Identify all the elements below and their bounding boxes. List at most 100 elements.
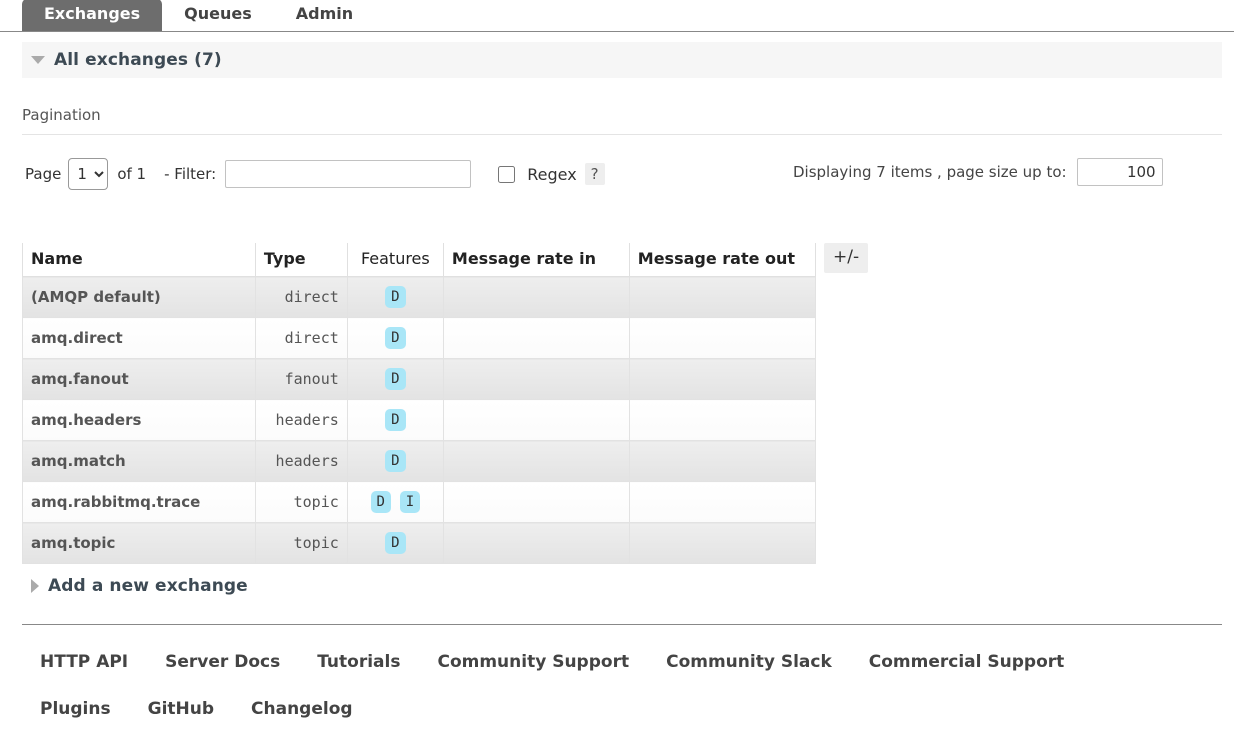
exchange-features: D: [346, 399, 444, 441]
exchange-type: direct: [254, 317, 348, 359]
regex-control: Regex ?: [498, 163, 605, 185]
exchange-features: D: [346, 276, 444, 318]
exchanges-table-container: Name Type Features Message rate in Messa…: [22, 243, 869, 564]
message-rate-out: [628, 399, 817, 441]
message-rate-out: [628, 276, 817, 318]
exchanges-table-body: (AMQP default) direct D amq.direct direc…: [22, 276, 817, 564]
message-rate-in: [442, 276, 630, 318]
feature-badge-durable[interactable]: D: [385, 286, 406, 308]
exchange-name[interactable]: amq.headers: [22, 399, 256, 441]
exchange-type: fanout: [254, 358, 348, 400]
exchange-name[interactable]: amq.match: [22, 440, 256, 482]
regex-checkbox[interactable]: [498, 165, 516, 183]
feature-badge-durable[interactable]: D: [370, 491, 391, 513]
all-exchanges-section-header[interactable]: All exchanges (7): [22, 42, 1222, 78]
exchange-type: topic: [254, 522, 348, 564]
footer-link-community-slack[interactable]: Community Slack: [666, 651, 832, 672]
message-rate-in: [442, 481, 630, 523]
column-header-name[interactable]: Name: [22, 243, 256, 277]
feature-badge-internal[interactable]: I: [399, 491, 421, 513]
displaying-label: Displaying 7 items , page size up to:: [793, 163, 1067, 181]
feature-badge-durable[interactable]: D: [385, 327, 406, 349]
footer-link-github[interactable]: GitHub: [147, 698, 215, 719]
filter-label: - Filter:: [164, 165, 217, 183]
footer-link-server-docs[interactable]: Server Docs: [165, 651, 281, 672]
message-rate-in: [442, 440, 630, 482]
page-label: Page: [25, 165, 62, 183]
exchange-features: D I: [346, 481, 444, 523]
feature-badge-durable[interactable]: D: [385, 409, 406, 431]
message-rate-out: [628, 317, 817, 359]
add-exchange-section-header[interactable]: Add a new exchange: [22, 576, 248, 596]
column-header-message-rate-out[interactable]: Message rate out: [628, 243, 817, 277]
regex-help-icon[interactable]: ?: [584, 163, 605, 185]
footer-link-community-support[interactable]: Community Support: [437, 651, 630, 672]
exchange-name[interactable]: amq.topic: [22, 522, 256, 564]
pagination-divider: [22, 134, 1222, 135]
footer-divider: [22, 624, 1222, 625]
table-row[interactable]: amq.direct direct D: [22, 317, 817, 359]
tab-list: Exchanges Queues Admin: [22, 0, 375, 31]
all-exchanges-title: All exchanges (7): [54, 50, 222, 70]
exchange-name[interactable]: amq.direct: [22, 317, 256, 359]
table-row[interactable]: amq.topic topic D: [22, 522, 817, 564]
feature-badge-durable[interactable]: D: [385, 532, 406, 554]
exchange-features: D: [346, 358, 444, 400]
tab-admin[interactable]: Admin: [295, 4, 354, 23]
exchanges-table-head: Name Type Features Message rate in Messa…: [22, 243, 817, 277]
exchange-features: D: [346, 522, 444, 564]
table-row[interactable]: amq.match headers D: [22, 440, 817, 482]
exchange-type: headers: [254, 399, 348, 441]
message-rate-out: [628, 522, 817, 564]
exchange-type: direct: [254, 276, 348, 318]
footer-link-tutorials[interactable]: Tutorials: [317, 651, 401, 672]
footer-link-http-api[interactable]: HTTP API: [40, 651, 129, 672]
exchange-name[interactable]: amq.fanout: [22, 358, 256, 400]
footer-links: HTTP API Server Docs Tutorials Community…: [40, 638, 1220, 732]
exchange-type: topic: [254, 481, 348, 523]
footer-link-plugins[interactable]: Plugins: [40, 698, 111, 719]
message-rate-out: [628, 481, 817, 523]
filter-input[interactable]: [225, 160, 472, 188]
exchange-features: D: [346, 317, 444, 359]
feature-badge-durable[interactable]: D: [385, 450, 406, 472]
table-row[interactable]: amq.headers headers D: [22, 399, 817, 441]
exchanges-table: Name Type Features Message rate in Messa…: [22, 243, 817, 564]
triangle-right-icon: [31, 579, 39, 593]
message-rate-in: [442, 399, 630, 441]
message-rate-in: [442, 358, 630, 400]
exchange-name[interactable]: (AMQP default): [22, 276, 256, 318]
feature-badge-durable[interactable]: D: [385, 368, 406, 390]
exchange-type: headers: [254, 440, 348, 482]
footer-row-1: HTTP API Server Docs Tutorials Community…: [40, 638, 1220, 685]
exchange-features: D: [346, 440, 444, 482]
page-of-label: of 1: [117, 165, 147, 183]
table-row[interactable]: amq.rabbitmq.trace topic D I: [22, 481, 817, 523]
message-rate-out: [628, 358, 817, 400]
table-header-row: Name Type Features Message rate in Messa…: [22, 243, 817, 277]
displaying-controls: Displaying 7 items , page size up to:: [793, 158, 1163, 186]
tab-queues[interactable]: Queues: [184, 4, 252, 23]
pagination-controls: Page 1 of 1 - Filter: Regex ?: [25, 158, 605, 190]
table-row[interactable]: amq.fanout fanout D: [22, 358, 817, 400]
message-rate-out: [628, 440, 817, 482]
add-exchange-title: Add a new exchange: [48, 576, 248, 596]
triangle-down-icon: [31, 56, 45, 64]
message-rate-in: [442, 522, 630, 564]
column-toggle-button[interactable]: +/-: [824, 243, 869, 273]
footer-link-changelog[interactable]: Changelog: [251, 698, 353, 719]
page-select[interactable]: 1: [68, 158, 109, 190]
page-size-input[interactable]: [1076, 158, 1163, 186]
main-tab-bar: Exchanges Queues Admin: [0, 0, 1234, 32]
column-header-message-rate-in[interactable]: Message rate in: [442, 243, 630, 277]
column-header-type[interactable]: Type: [254, 243, 348, 277]
tab-exchanges[interactable]: Exchanges: [22, 0, 163, 31]
message-rate-in: [442, 317, 630, 359]
table-row[interactable]: (AMQP default) direct D: [22, 276, 817, 318]
regex-label: Regex: [527, 164, 577, 184]
pagination-heading: Pagination: [22, 106, 101, 124]
footer-link-commercial-support[interactable]: Commercial Support: [868, 651, 1065, 672]
footer-row-2: Plugins GitHub Changelog: [40, 685, 1220, 732]
exchange-name[interactable]: amq.rabbitmq.trace: [22, 481, 256, 523]
column-header-features: Features: [346, 243, 444, 277]
